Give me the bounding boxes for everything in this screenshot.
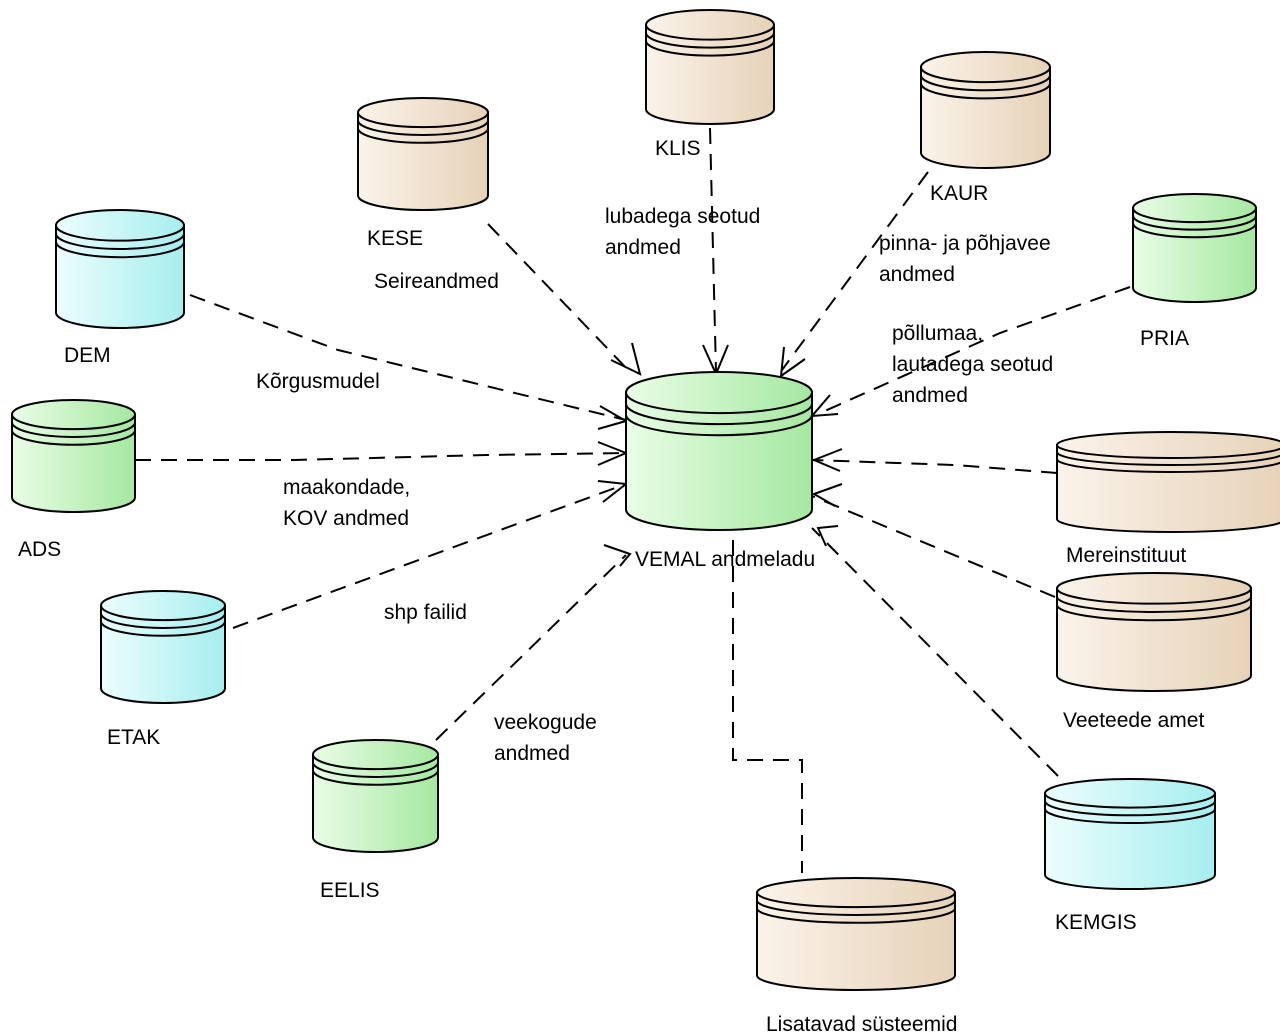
node-labels: KESE KLIS KAUR PRIA DEM ADS ETAK EELIS L… <box>18 137 1204 1036</box>
edge-label-kese: Seireandmed <box>374 270 499 293</box>
label-etak: ETAK <box>107 726 160 749</box>
label-eelis: EELIS <box>320 879 380 902</box>
connector-veeteede <box>811 495 1056 598</box>
connector-lisatavad <box>732 540 803 873</box>
cylinder-kaur <box>920 51 1051 169</box>
cylinder-veeteede <box>1056 572 1252 692</box>
edge-label-pria-2: lautadega seotud <box>892 353 1053 376</box>
arrowhead-kese <box>610 342 642 376</box>
connector-mereinstituut <box>811 459 1058 474</box>
label-center: VEMAL andmeladu <box>635 548 815 571</box>
cylinder-dem <box>55 209 185 329</box>
connector-etak <box>232 483 627 629</box>
edge-label-kaur-1: pinna- ja põhjavee <box>879 232 1051 255</box>
arrowhead-dem <box>597 405 629 430</box>
label-kaur: KAUR <box>930 182 988 205</box>
cylinder-lisatavad <box>756 877 956 991</box>
arrowhead-etak <box>597 480 629 503</box>
edge-label-pria-1: põllumaa, <box>892 322 983 345</box>
arrowhead-kemgis <box>816 525 839 547</box>
arrowhead-veeteede <box>811 483 843 507</box>
connector-kemgis <box>811 527 1059 777</box>
edge-label-eelis-2: andmed <box>494 742 570 765</box>
cylinder-ads <box>11 399 136 513</box>
connector-kaur <box>781 171 929 371</box>
connector-klis <box>709 127 717 373</box>
label-veeteede: Veeteede amet <box>1063 709 1204 732</box>
connectors <box>135 127 1131 873</box>
edge-label-dem: Kõrgusmudel <box>256 370 380 393</box>
arrowhead-mereinstituut <box>811 448 843 472</box>
edge-label-klis-1: lubadega seotud <box>605 205 760 228</box>
database-cylinders <box>11 9 1280 991</box>
connector-dem <box>189 294 627 421</box>
cylinder-eelis <box>312 739 439 853</box>
connector-pria <box>817 286 1131 415</box>
label-lisatavad: Lisatavad süsteemid <box>766 1013 957 1036</box>
edge-labels: Seireandmed lubadega seotud andmed pinna… <box>256 205 1053 765</box>
label-dem: DEM <box>64 344 111 367</box>
edge-label-klis-2: andmed <box>605 236 681 259</box>
cylinder-pria <box>1132 193 1257 303</box>
edge-label-ads-1: maakondade, <box>283 476 410 499</box>
connector-ads <box>135 452 627 461</box>
edge-label-ads-2: KOV andmed <box>283 507 409 530</box>
label-kese: KESE <box>367 227 423 250</box>
edge-label-eelis-1: veekogude <box>494 711 597 734</box>
label-pria: PRIA <box>1140 327 1189 350</box>
arrowhead-pria <box>809 394 839 418</box>
connector-kese <box>487 223 631 373</box>
cylinder-mereinstituut <box>1056 431 1280 533</box>
label-ads: ADS <box>18 538 61 561</box>
edge-label-etak: shp failid <box>384 601 467 624</box>
cylinder-center <box>625 371 813 531</box>
cylinder-klis <box>645 9 775 125</box>
edge-label-kaur-2: andmed <box>879 263 955 286</box>
arrowhead-eelis <box>603 544 632 567</box>
label-kemgis: KEMGIS <box>1055 911 1137 934</box>
label-klis: KLIS <box>655 137 701 160</box>
arrowhead-kaur <box>779 346 806 379</box>
edge-label-pria-3: andmed <box>892 384 968 407</box>
cylinder-kemgis <box>1044 778 1216 890</box>
connector-eelis <box>435 554 627 741</box>
cylinder-kese <box>357 97 489 211</box>
label-mereinstituut: Mereinstituut <box>1066 544 1186 567</box>
cylinder-etak <box>100 590 226 704</box>
